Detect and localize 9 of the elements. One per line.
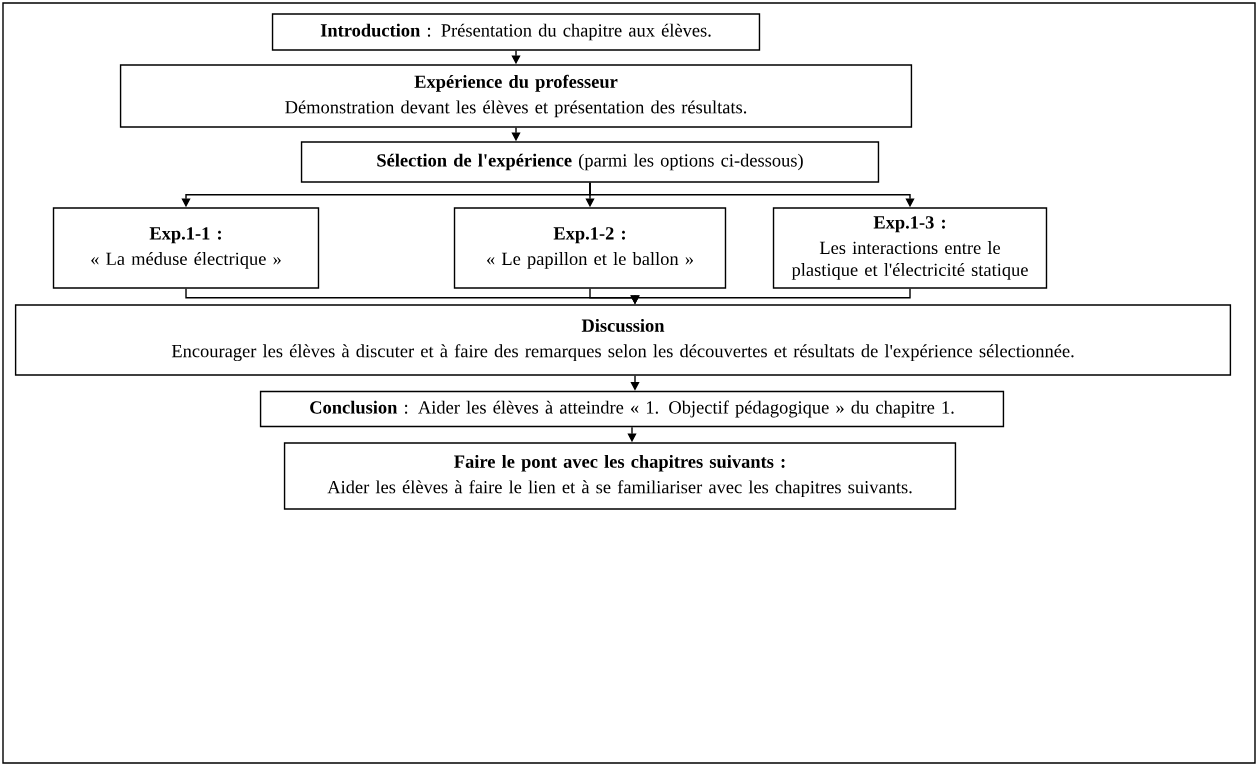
step-box: Exp.1-2 : « Le papillon et le ballon »: [453, 207, 727, 289]
step-box: Conclusion : Aider les élèves à atteindre « 1. Objectif pédagogique » du chapitre 1.: [259, 390, 1005, 428]
step-box: Exp.1-1 : « La méduse électrique »: [52, 207, 320, 289]
step-box: Faire le pont avec les chapitres suivants : Aider les élèves à faire le lien et à se familiariser avec les chapitres suivants.: [283, 442, 957, 510]
step-box: Exp.1-3 : Les interactions entre le plastique et l'électricité statique: [772, 207, 1048, 289]
step-box: Discussion Encourager les élèves à discuter et à faire des remarques selon les découvertes et résultats de l'expérience sélectionnée.: [14, 304, 1232, 376]
step-box: Expérience du professeur Démonstration devant les élèves et présentation des résultats.: [119, 64, 913, 128]
step-box: Sélection de l'expérience (parmi les options ci-dessous): [300, 141, 880, 183]
step-box: Introduction : Présentation du chapitre aux élèves.: [271, 13, 761, 51]
